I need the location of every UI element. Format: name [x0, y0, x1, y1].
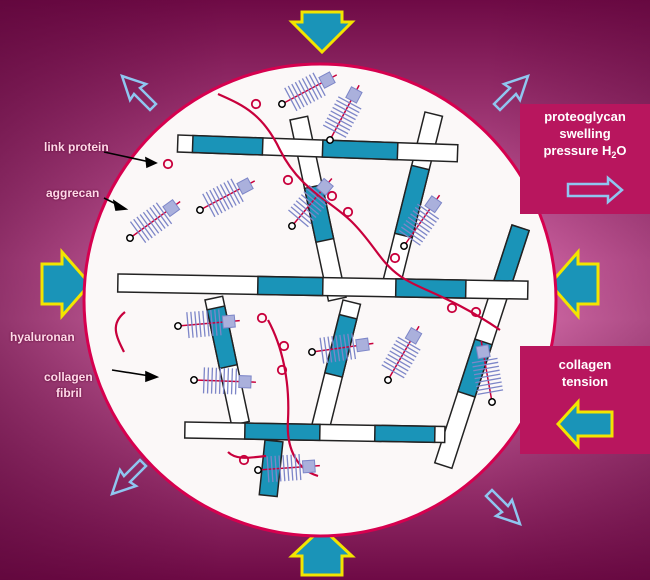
tension-box-text: collagen tension: [522, 356, 648, 390]
swelling-line2: swelling: [559, 126, 611, 141]
label-collagen-fibril-line2: fibril: [56, 386, 82, 400]
hyaluronan-strand-1: [217, 92, 501, 331]
collagen-fibrils-horizontal: [116, 134, 529, 444]
swelling-line1: proteoglycan: [544, 109, 626, 124]
compression-arrow-icon-right: [548, 248, 600, 320]
hyaluronan-strand-2: [114, 311, 126, 353]
swelling-arrow-icon-se: [484, 488, 522, 526]
label-aggrecan: aggrecan: [46, 186, 100, 200]
swelling-arrow-icon-set: [110, 74, 530, 526]
swelling-arrow-icon-box: [566, 175, 624, 205]
hyaluronan-strand-4: [227, 451, 267, 459]
label-link-protein: link protein: [44, 140, 109, 154]
tension-line2: tension: [561, 374, 609, 389]
swelling-arrow-icon-ne: [492, 74, 530, 112]
matrix-circle: [82, 62, 558, 538]
compression-arrow-icon-left: [40, 248, 92, 320]
swelling-line3: pressure H2O: [543, 143, 627, 160]
label-collagen-fibril-line1: collagen: [44, 370, 93, 384]
swelling-arrow-icon-nw: [120, 74, 158, 112]
hyaluronan-strands: [114, 92, 501, 478]
hyaluronan-strand-3: [267, 319, 319, 478]
label-pointers: [103, 151, 160, 383]
tension-line1: collagen: [558, 357, 612, 372]
compression-arrow-icon-top: [288, 10, 356, 55]
swelling-arrow-icon-sw: [110, 458, 148, 496]
label-hyaluronan: hyaluronan: [10, 330, 75, 344]
tension-arrow-icon-box: [555, 398, 614, 450]
compression-arrow-icon-bottom: [288, 525, 356, 577]
swelling-box-text: proteoglycan swelling pressure H2O: [522, 108, 648, 164]
